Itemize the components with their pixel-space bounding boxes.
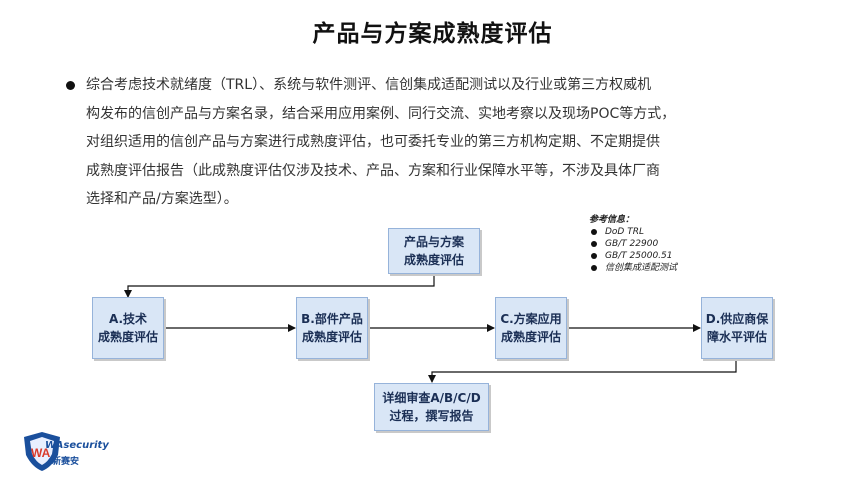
box-detailed-review: 详细审查A/B/C/D 过程，撰写报告 xyxy=(374,383,489,431)
box-d-supplier-assurance: D.供应商保 障水平评估 xyxy=(701,297,773,359)
box-c-solution-maturity: C.方案应用 成熟度评估 xyxy=(495,297,567,359)
logo-subtitle: 新赛安 xyxy=(52,457,80,467)
reference-title: 参考信息： xyxy=(589,215,635,225)
reference-item: 信创集成适配测试 xyxy=(589,262,677,274)
arrow-top-to-a xyxy=(124,274,435,298)
reference-item: GB/T 22900 xyxy=(589,238,677,250)
paragraph-line: 构发布的信创产品与方案名录，结合采用应用案例、同行交流、实地考察以及现场POC等… xyxy=(86,105,676,122)
bullet-dot xyxy=(66,81,75,90)
reference-list: DoD TRL GB/T 22900 GB/T 25000.51 信创集成适配测… xyxy=(589,226,677,274)
box-label: B.部件产品 xyxy=(301,312,363,326)
paragraph-line: 综合考虑技术就绪度（TRL）、系统与软件测评、信创集成适配测试以及行业或第三方权… xyxy=(86,77,652,93)
box-b-component-maturity: B.部件产品 成熟度评估 xyxy=(296,297,368,359)
box-label: 成熟度评估 xyxy=(500,330,561,344)
box-label: 成熟度评估 xyxy=(97,330,158,344)
reference-item: GB/T 25000.51 xyxy=(589,250,677,262)
arrow-d-to-bottom xyxy=(428,359,737,383)
box-label: 过程，撰写报告 xyxy=(389,409,474,423)
box-label: 详细审查A/B/C/D xyxy=(382,391,481,405)
page-title: 产品与方案成熟度评估 xyxy=(312,21,553,47)
box-label: 成熟度评估 xyxy=(403,253,464,267)
paragraph-line: 选择和产品/方案选型）。 xyxy=(86,191,238,207)
box-label: 成熟度评估 xyxy=(301,330,362,344)
box-label: C.方案应用 xyxy=(500,312,562,326)
reference-info: 参考信息： DoD TRL GB/T 22900 GB/T 25000.51 信… xyxy=(589,214,677,274)
paragraph-line: 对组织适用的信创产品与方案进行成熟度评估，也可委托专业的第三方机构定期、不定期提… xyxy=(86,134,660,150)
box-label: A.技术 xyxy=(108,312,148,326)
box-label: 障水平评估 xyxy=(706,330,767,344)
logo-badge-text: WA xyxy=(31,446,51,460)
box-overall-maturity: 产品与方案 成熟度评估 xyxy=(388,228,480,274)
paragraph-line: 成熟度评估报告（此成熟度评估仅涉及技术、产品、方案和行业保障水平等，不涉及具体厂… xyxy=(86,162,660,179)
description-paragraph: 综合考虑技术就绪度（TRL）、系统与软件测评、信创集成适配测试以及行业或第三方权… xyxy=(66,71,786,214)
box-label: D.供应商保 xyxy=(705,312,769,326)
logo-brand: WAsecurity xyxy=(45,440,109,451)
company-logo: WA xyxy=(24,432,60,471)
reference-item: DoD TRL xyxy=(589,226,677,238)
box-label: 产品与方案 xyxy=(403,235,464,249)
box-a-technology-maturity: A.技术 成熟度评估 xyxy=(92,297,164,359)
